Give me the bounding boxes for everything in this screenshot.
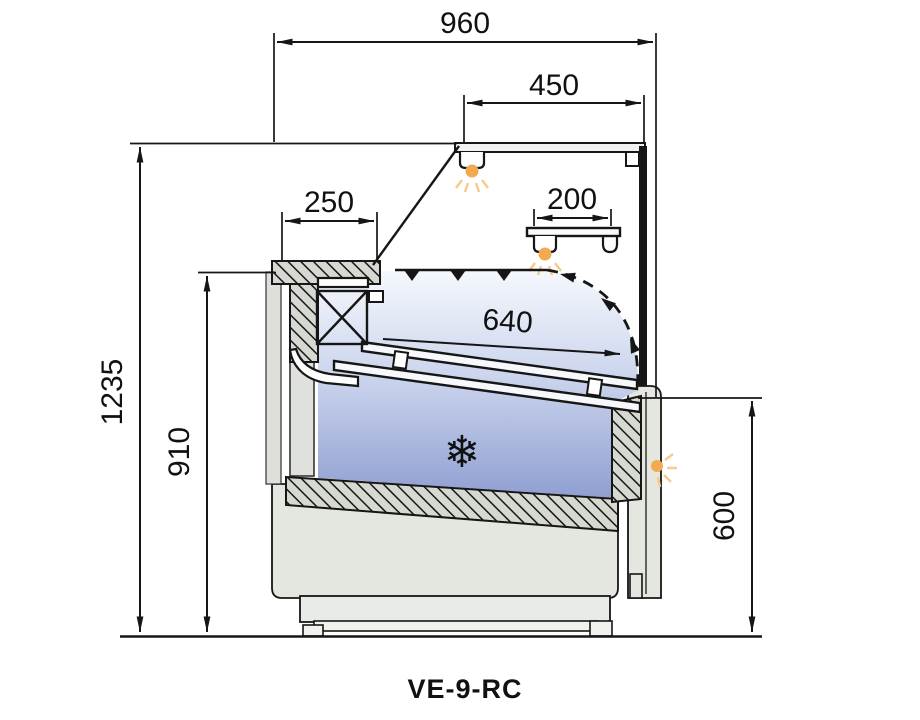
fan-box	[315, 289, 369, 346]
air-curtain	[395, 268, 641, 391]
lamp-rays	[455, 179, 489, 193]
tray-upper	[360, 340, 639, 391]
dimension-200: 200	[533, 183, 612, 226]
front-panel	[265, 271, 282, 485]
dim-total-width-label: 960	[440, 7, 490, 40]
canopy-panel	[454, 142, 646, 153]
dimension-960: 960	[273, 7, 657, 397]
air-outlet-tick	[404, 270, 420, 281]
foot-left	[302, 624, 324, 637]
dimension-450: 450	[463, 69, 645, 142]
dimension-600: 600	[638, 397, 762, 633]
tray-clip-left	[391, 349, 410, 370]
dimension-1235: 1235	[96, 142, 457, 633]
inner-wall-lower	[289, 359, 315, 477]
shelf-panel	[525, 226, 622, 238]
display-trays	[288, 340, 642, 414]
tray-lower	[332, 359, 642, 414]
canopy-bracket	[625, 151, 640, 167]
plinth	[299, 595, 611, 623]
dim-shelf-depth-label: 200	[547, 183, 597, 216]
air-arrowhead	[560, 272, 576, 283]
insulation-hatch	[271, 260, 642, 533]
glass-front	[372, 145, 460, 266]
dimension-640: 640	[382, 303, 621, 357]
fan-top-bar	[316, 276, 370, 289]
side-lamp-icon	[651, 453, 677, 488]
air-outlet-tick	[450, 270, 466, 281]
dim-rear-height-label: 600	[708, 491, 741, 541]
tray-clip-right	[585, 377, 604, 398]
plinth-rail	[313, 620, 599, 632]
shelf-hook	[601, 236, 619, 254]
bottom-insulation	[285, 475, 619, 533]
lamp-rays	[656, 453, 677, 488]
dim-display-deck-label: 640	[482, 303, 534, 339]
shelf-lamp-icon	[528, 236, 562, 276]
lamp-bulb	[651, 460, 663, 472]
rear-panel-step	[629, 573, 643, 599]
case-body	[265, 271, 662, 637]
snowflake-icon: ❄	[444, 428, 481, 477]
rear-insulation	[611, 394, 642, 504]
model-label: VE-9-RC	[407, 674, 522, 704]
fan-clip	[368, 290, 384, 303]
air-curtain-arc	[546, 268, 640, 391]
air-arrowhead	[601, 298, 616, 312]
lamp-bulb	[538, 247, 552, 261]
evaporator-fan	[315, 276, 384, 346]
dim-worktop-height-label: 910	[163, 427, 196, 477]
dim-worktop-depth-label: 250	[304, 186, 354, 219]
lamp-bulb	[465, 164, 479, 178]
air-outlet-tick	[496, 270, 512, 281]
dim-total-height-label: 1235	[96, 359, 129, 426]
shelf	[525, 226, 622, 254]
air-duct	[288, 347, 360, 388]
air-arrowhead	[630, 338, 641, 354]
foot-right	[589, 620, 613, 637]
rear-wall	[639, 146, 647, 386]
dimension-910: 910	[163, 271, 276, 633]
fan-x-2	[316, 290, 368, 345]
dim-canopy-width-label: 450	[529, 69, 579, 102]
dimension-250: 250	[281, 186, 378, 260]
canopy-lamp-icon	[455, 152, 489, 193]
